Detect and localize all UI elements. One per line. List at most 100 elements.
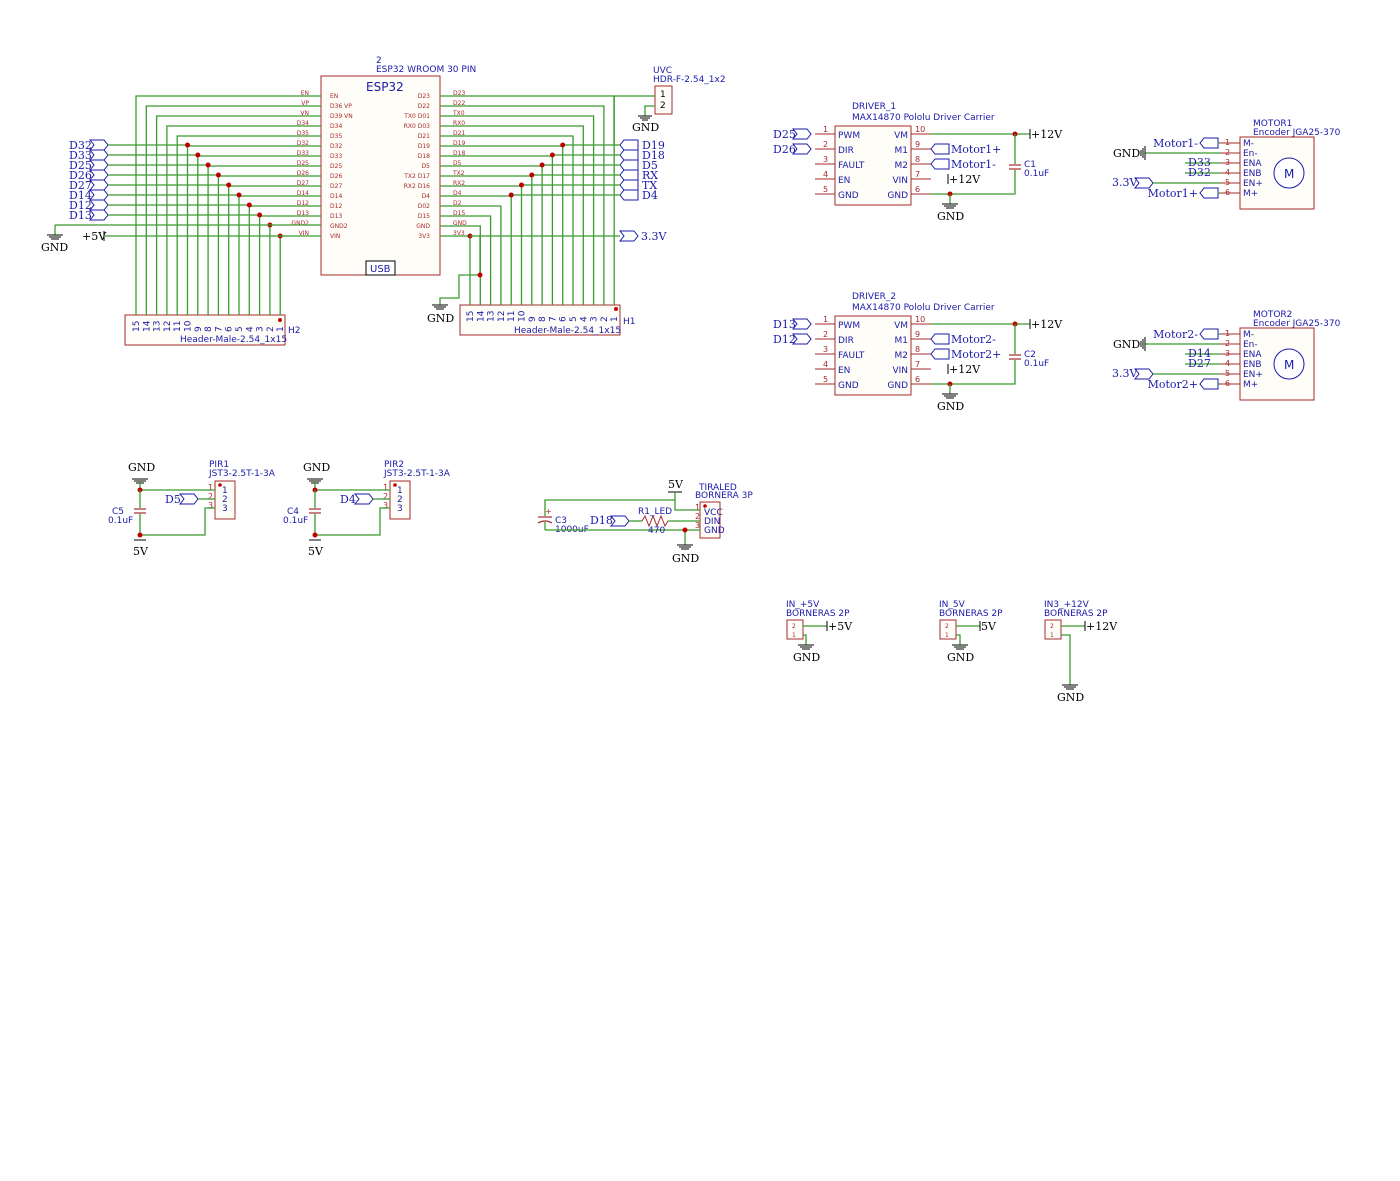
motor-gnd-label: GND — [1113, 338, 1140, 351]
motor-pin-number: 5 — [1225, 369, 1230, 378]
pir-pin1-marker — [393, 483, 397, 487]
esp32-right-wire — [440, 135, 574, 305]
tiraled-d18-label: D18 — [590, 514, 613, 527]
terminal-net-label: +5V — [828, 620, 853, 633]
esp32-left-net-label: VP — [301, 100, 309, 107]
driver-ref: DRIVER_1 — [852, 102, 896, 112]
port-flag-icon — [178, 493, 199, 505]
port-flag-icon — [88, 149, 109, 161]
r1-value: 470 — [648, 526, 665, 536]
driver-pin-label: PWM — [838, 131, 860, 141]
cap-value: 0.1uF — [108, 516, 133, 526]
port-flag-icon — [791, 318, 812, 330]
h2-pin1-marker — [278, 318, 282, 322]
cap-value: 0.1uF — [1024, 169, 1049, 179]
motor-pin-label: EN+ — [1243, 179, 1263, 189]
esp32-right-wire — [440, 105, 605, 305]
esp32-right-net-label: TX2 — [452, 170, 465, 177]
driver-pin-label: FAULT — [838, 161, 865, 171]
h2-pin-number: 5 — [235, 326, 245, 332]
esp32-right-pin-label: D4 — [422, 193, 431, 200]
junction-dot — [508, 192, 514, 198]
h2-pin-number: 8 — [204, 326, 214, 332]
esp32-left-net-label: D26 — [297, 170, 309, 177]
left-5v-label: +5V — [82, 230, 107, 243]
port-flag-icon — [88, 179, 109, 191]
usb-label: USB — [370, 264, 391, 275]
esp32-right-pin-label: D22 — [418, 103, 430, 110]
port-flag-icon — [791, 333, 812, 345]
motor-pin-label: ENB — [1243, 169, 1262, 179]
esp32-left-pin-label: D32 — [330, 143, 342, 150]
terminal-ref: IN_5V — [939, 600, 966, 610]
motor-pin-label: M- — [1243, 139, 1254, 149]
terminal-pin-number: 2 — [945, 623, 949, 630]
esp32-right-wire — [440, 205, 502, 305]
h2-pin-number: 10 — [184, 320, 194, 332]
driver-pin-number: 4 — [823, 360, 828, 369]
esp32-left-net-label: VIN — [299, 230, 309, 237]
pir-wire — [139, 481, 215, 491]
esp32-right-pin-label: RX0 D03 — [404, 123, 430, 130]
port-flag-icon — [609, 515, 630, 527]
pir-pin-label: 3 — [222, 504, 228, 514]
port-flag-icon — [88, 209, 109, 221]
esp32-left-net-label: D13 — [297, 210, 309, 217]
right-33-port: 3.3V — [469, 230, 667, 243]
esp32-right-pin-label: TX0 D01 — [403, 113, 430, 120]
gnd-label: GND — [947, 651, 974, 664]
port-flag-icon — [930, 333, 950, 345]
motor-pin-number: 4 — [1225, 359, 1230, 368]
esp32-right-pin-label: 3V3 — [418, 233, 430, 240]
right-33-label: 3.3V — [641, 230, 667, 243]
esp32-right-net-label: TX0 — [452, 110, 465, 117]
driver-body — [834, 125, 912, 206]
junction-dot — [549, 152, 555, 158]
esp32-left-pin-label: D14 — [330, 193, 342, 200]
esp32-left-wire — [258, 215, 321, 315]
pir-net-label: D5 — [165, 493, 181, 506]
motor-net-label: 3.3V — [1112, 367, 1138, 380]
driver-net-label: D13 — [773, 318, 796, 331]
pir-value: JST3-2.5T-1-3A — [383, 469, 451, 479]
port-flag-icon — [619, 139, 639, 151]
port-flag-icon — [88, 139, 109, 151]
esp32-right-net-label: D23 — [453, 90, 465, 97]
driver-pin-number: 8 — [915, 345, 920, 354]
esp32-right-net-label: D2 — [453, 200, 462, 207]
driver-pin-label: GND — [887, 381, 908, 391]
tiraled-block: TIRALED BORNERA 3P 1 VCC 2 DIN 3 GND 5V … — [537, 478, 753, 565]
esp32-left-pin-label: EN — [330, 93, 338, 100]
motor-pin-number: 3 — [1225, 158, 1230, 167]
junction-dot — [560, 142, 566, 148]
uvc-wire-2 — [644, 105, 655, 116]
port-flag-icon — [618, 230, 639, 242]
gnd-label: GND — [1057, 691, 1084, 704]
right-port-label: RX — [642, 169, 658, 182]
motor-pin-number: 1 — [1225, 329, 1230, 338]
junction-dot — [246, 202, 252, 208]
pir-wire — [314, 507, 390, 536]
pir-pin-number: 1 — [208, 483, 213, 492]
driver-pin-number: 6 — [915, 375, 920, 384]
port-flag-icon — [88, 169, 109, 181]
left-gnd-label: GND — [41, 241, 68, 254]
driver-pin-number: 8 — [915, 155, 920, 164]
esp32-left-pin-label: D36 VP — [330, 103, 352, 110]
h1-pin1-marker — [614, 307, 618, 311]
motor-symbol: M — [1284, 358, 1294, 372]
driver-pin-number: 10 — [915, 315, 925, 324]
port-flag-icon — [930, 143, 950, 155]
cap-ref: C5 — [112, 507, 124, 517]
motor-circle-icon — [1273, 157, 1305, 189]
h2-pin-number: 1 — [276, 326, 286, 332]
motor-pin-number: 2 — [1225, 148, 1230, 157]
port-flag-icon — [353, 493, 374, 505]
pir-5v-label: 5V — [133, 545, 149, 558]
h1-gnd-label: GND — [427, 312, 454, 325]
tiraled-pin3-num: 3 — [695, 521, 700, 530]
esp32-left-wire — [176, 135, 321, 315]
driver-pin-number: 1 — [823, 125, 828, 134]
esp32-left-net-label: D33 — [297, 150, 309, 157]
h1-pin-number: 14 — [476, 310, 486, 322]
